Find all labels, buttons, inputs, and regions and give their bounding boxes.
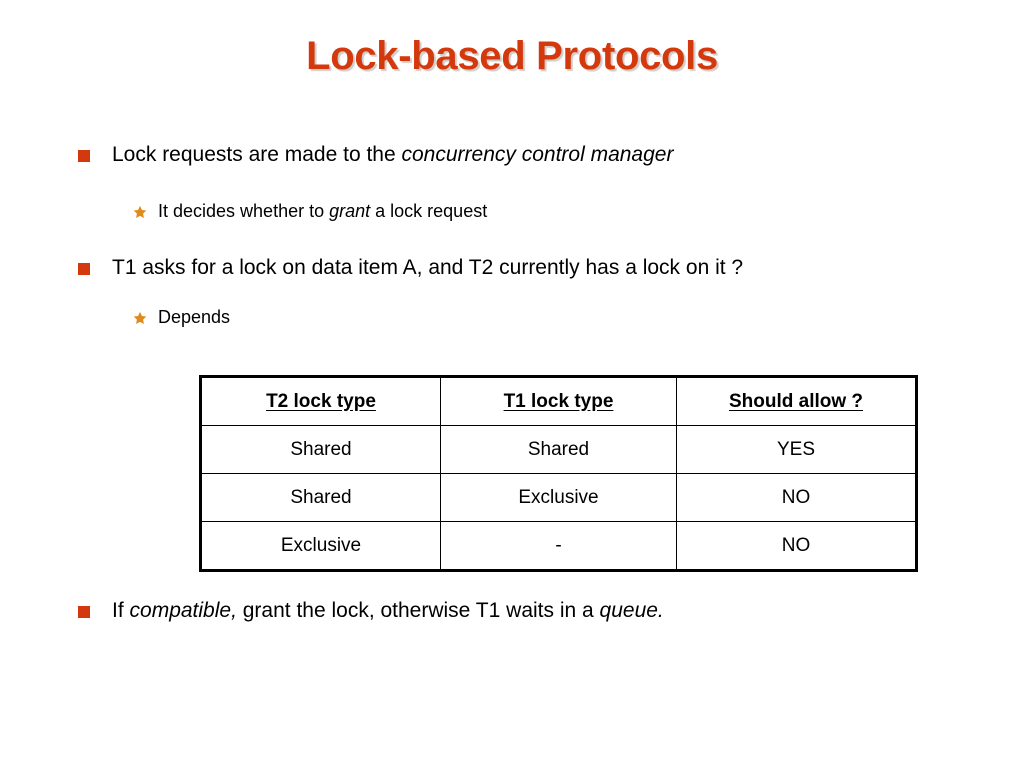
sub-1-tail: a lock request bbox=[370, 201, 488, 221]
sub-bullet-item-2: Depends bbox=[133, 305, 230, 330]
table-cell: Shared bbox=[200, 425, 441, 474]
bullet-3-emphasis-2: queue. bbox=[599, 599, 664, 622]
bullet-item-3-label: If compatible, grant the lock, otherwise… bbox=[112, 597, 664, 625]
table-row: Exclusive - NO bbox=[200, 521, 917, 571]
table-header-cell-should-allow: Should allow ? bbox=[676, 376, 917, 426]
sub-2-lead: Depends bbox=[158, 307, 231, 327]
bullet-item-1-label: Lock requests are made to the concurrenc… bbox=[112, 141, 673, 169]
table-header-cell-t1-lock-type: T1 lock type bbox=[440, 376, 677, 426]
table-cell: NO bbox=[676, 473, 917, 522]
bullet-2-lead: T1 asks for a lock on data item A, and T… bbox=[112, 256, 744, 279]
table-cell: YES bbox=[676, 425, 917, 474]
bullet-1-lead: Lock requests are made to the bbox=[112, 143, 402, 166]
star-bullet-icon bbox=[133, 205, 147, 219]
table-header-label: T2 lock type bbox=[266, 390, 376, 412]
bullet-3-emphasis: compatible, bbox=[129, 599, 237, 622]
page-title: Lock-based Protocols bbox=[306, 34, 718, 78]
table-row: Shared Exclusive NO bbox=[200, 473, 917, 522]
table-header-cell-t2-lock-type: T2 lock type bbox=[200, 376, 441, 426]
table-cell: Exclusive bbox=[200, 521, 441, 571]
sub-1-lead: It decides whether to bbox=[158, 201, 330, 221]
table-cell: - bbox=[440, 521, 677, 571]
square-bullet-icon bbox=[78, 263, 90, 275]
bullet-item-2-label: T1 asks for a lock on data item A, and T… bbox=[112, 254, 743, 282]
lock-compatibility-table: T2 lock type T1 lock type Should allow ?… bbox=[199, 375, 918, 572]
table-cell: Shared bbox=[200, 473, 441, 522]
star-bullet-icon bbox=[133, 311, 147, 325]
square-bullet-icon bbox=[78, 606, 90, 618]
sub-1-emphasis: grant bbox=[329, 201, 371, 221]
table-cell: NO bbox=[676, 521, 917, 571]
bullet-1-emphasis: concurrency control manager bbox=[401, 143, 674, 166]
table-row: Shared Shared YES bbox=[200, 425, 917, 474]
table-header-label: Should allow ? bbox=[728, 390, 864, 412]
sub-bullet-item-1: It decides whether to grant a lock reque… bbox=[133, 199, 487, 224]
bullet-3-lead: If bbox=[112, 599, 130, 622]
table-cell: Shared bbox=[440, 425, 677, 474]
bullet-item-1: Lock requests are made to the concurrenc… bbox=[78, 141, 673, 169]
table-header-row: T2 lock type T1 lock type Should allow ? bbox=[200, 376, 917, 426]
sub-bullet-item-2-label: Depends bbox=[158, 305, 230, 330]
table-cell: Exclusive bbox=[440, 473, 677, 522]
bullet-item-2: T1 asks for a lock on data item A, and T… bbox=[78, 254, 743, 282]
bullet-3-mid: grant the lock, otherwise T1 waits in a bbox=[236, 599, 600, 622]
square-bullet-icon bbox=[78, 150, 90, 162]
sub-bullet-item-1-label: It decides whether to grant a lock reque… bbox=[158, 199, 487, 224]
bullet-item-3: If compatible, grant the lock, otherwise… bbox=[78, 597, 664, 625]
table-header-label: T1 lock type bbox=[503, 390, 614, 412]
